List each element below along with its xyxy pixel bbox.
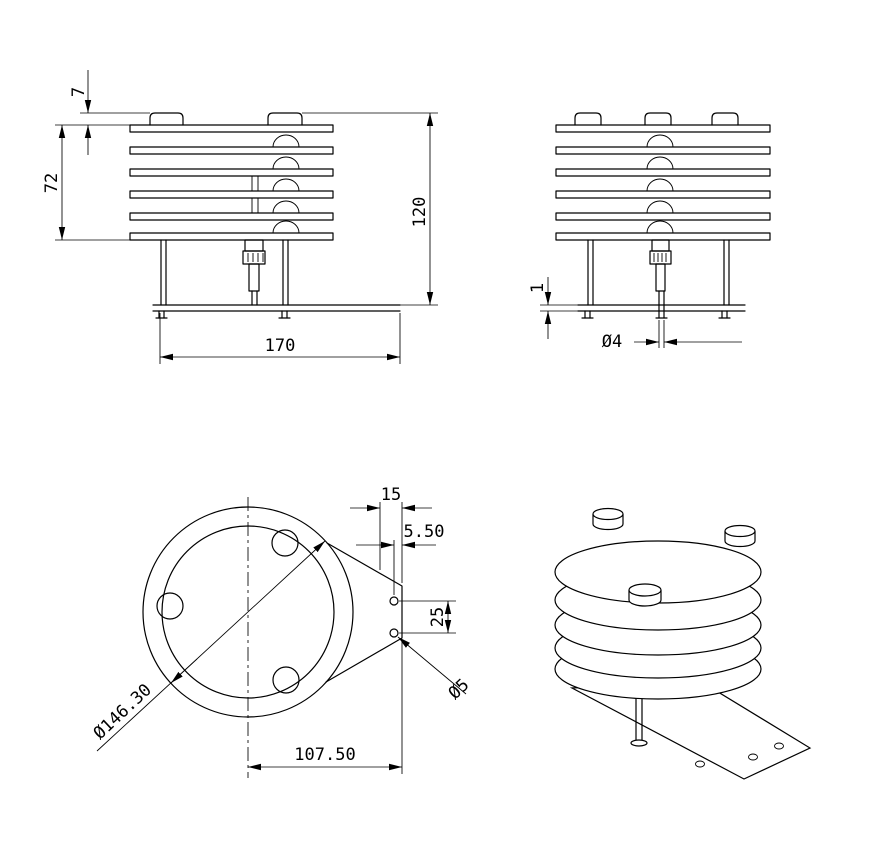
side-cap-left	[574, 112, 602, 126]
front-base-plate	[152, 304, 401, 319]
side-sensor-assembly	[649, 239, 672, 319]
front-cap-right	[267, 112, 303, 126]
iso-cap	[628, 583, 662, 607]
inner-column-arc	[646, 178, 674, 192]
dim-cap-height-label: 7	[69, 87, 89, 97]
inner-column-arc	[272, 220, 300, 234]
inner-circle	[161, 525, 335, 699]
iso-plate-hole	[748, 753, 758, 761]
isometric-view	[554, 507, 812, 780]
bolt-hole	[156, 592, 184, 620]
dim-bolt-diameter-label: Ø4	[602, 332, 622, 352]
side-legs	[587, 239, 730, 306]
tab-hole	[389, 596, 399, 606]
dim-mount-span-label: 107.50	[294, 745, 355, 765]
dim-total-height-label: 120	[410, 197, 430, 228]
dim-plate-thickness: 1	[528, 277, 578, 339]
dim-hole-diameter: Ø5	[397, 636, 473, 704]
dim-hole-edge-offset-label: 5.50	[404, 522, 445, 542]
tab-hole	[389, 628, 399, 638]
side-louver-stack	[555, 124, 771, 241]
dim-outer-diameter: Ø146.30	[90, 540, 326, 752]
dim-mount-span: 107.50	[248, 642, 403, 774]
dim-base-width-label: 170	[265, 336, 296, 356]
iso-plate-hole	[774, 742, 784, 750]
inner-column-arc	[646, 220, 674, 234]
iso-cap	[724, 524, 756, 548]
dim-tab-width-label: 15	[381, 485, 401, 505]
inner-column-arc	[646, 200, 674, 214]
inner-column-arc	[646, 156, 674, 170]
inner-column-arc	[272, 200, 300, 214]
side-cap-center	[644, 112, 672, 126]
dim-total-height: 120	[302, 112, 438, 306]
dim-base-width: 170	[159, 313, 401, 364]
inner-column-arc	[646, 134, 674, 148]
dim-hole-spacing: 25	[399, 600, 456, 634]
front-view: 7 72 120 170	[42, 70, 438, 364]
dim-cap-height: 7	[69, 70, 150, 155]
iso-louver-stack	[554, 540, 762, 700]
dim-louver-height: 72	[42, 124, 130, 241]
dim-bolt-diameter: Ø4	[602, 320, 742, 352]
inner-column-arc	[272, 178, 300, 192]
side-cap-right	[711, 112, 739, 126]
inner-column-arc	[272, 134, 300, 148]
dim-plate-thickness-label: 1	[528, 283, 548, 293]
mounting-tab	[325, 542, 403, 683]
inner-column-arc	[272, 156, 300, 170]
front-cap-left	[149, 112, 184, 126]
dim-outer-diameter-label: Ø146.30	[90, 680, 156, 743]
dim-hole-spacing-label: 25	[428, 607, 448, 627]
bolt-hole	[272, 666, 300, 694]
bottom-view: Ø146.30 15 5.50 25 Ø5 107.50	[90, 485, 473, 778]
side-base-plate	[577, 304, 746, 319]
side-view: 1 Ø4	[528, 112, 771, 352]
iso-cap	[592, 507, 624, 531]
dim-louver-height-label: 72	[42, 173, 62, 193]
dim-hole-edge-offset: 5.50	[356, 522, 444, 595]
iso-center-rod	[630, 696, 648, 747]
iso-plate-hole	[695, 760, 705, 768]
front-sensor-assembly	[242, 239, 266, 306]
bolt-hole	[271, 529, 299, 557]
outer-circle	[142, 506, 354, 718]
front-louver-stack	[129, 124, 334, 241]
front-legs	[160, 239, 289, 306]
